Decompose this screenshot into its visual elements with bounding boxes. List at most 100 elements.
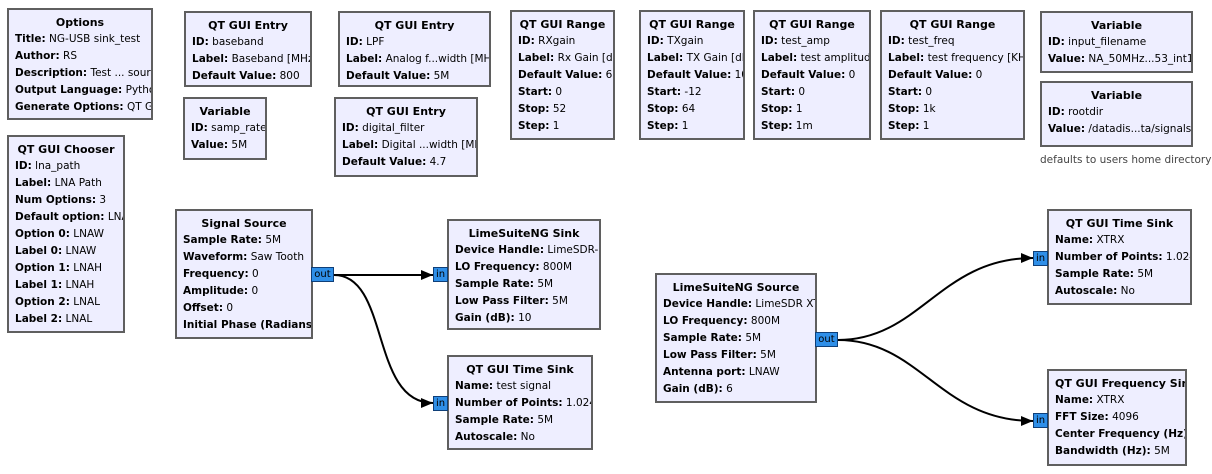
param-label: Sample Rate: bbox=[663, 332, 742, 344]
block-param-row: Default Value: 0 bbox=[761, 67, 863, 84]
param-label: Name: bbox=[1055, 234, 1094, 246]
param-value: 1 bbox=[681, 120, 689, 132]
param-label: Low Pass Filter: bbox=[455, 295, 549, 307]
param-label: Value: bbox=[1048, 123, 1086, 135]
block-param-row: Autoscale: No bbox=[455, 429, 585, 446]
limesuiteng-sink-in-port[interactable]: in bbox=[433, 267, 448, 282]
arrow-timesink bbox=[421, 398, 433, 408]
param-value: 0 bbox=[798, 86, 806, 98]
param-value: 800M bbox=[750, 315, 781, 327]
wire-limesource-to-timesink[interactable] bbox=[837, 257, 1034, 341]
param-value: 5M bbox=[537, 414, 554, 426]
wire-sigsrc-to-timesink[interactable] bbox=[333, 274, 434, 404]
param-value: RS bbox=[63, 50, 77, 62]
block-param-row: Sample Rate: 5M bbox=[183, 232, 305, 249]
block-param-row: LO Frequency: 800M bbox=[663, 313, 809, 330]
param-label: Sample Rate: bbox=[183, 234, 262, 246]
param-value: Python bbox=[125, 84, 151, 96]
param-label: ID: bbox=[15, 160, 32, 172]
param-label: Label: bbox=[647, 52, 684, 64]
param-label: ID: bbox=[342, 122, 359, 134]
signal-source-out-port[interactable]: out bbox=[311, 267, 334, 282]
block-param-row: Step: 1 bbox=[518, 118, 607, 135]
param-label: Generate Options: bbox=[15, 101, 124, 113]
block-param-row: ID: LPF bbox=[346, 34, 483, 51]
block-param-row: Author: RS bbox=[15, 48, 145, 65]
block-param-row: Sample Rate: 5M bbox=[455, 276, 593, 293]
param-value: 10 bbox=[734, 69, 743, 81]
block-title: Options bbox=[55, 16, 105, 29]
block-param-row: Default Value: 6 bbox=[518, 67, 612, 84]
block-param-row: Amplitude: 0 bbox=[183, 283, 305, 300]
param-label: Device Handle: bbox=[663, 298, 753, 310]
param-value: LNAH bbox=[65, 279, 95, 291]
block-param-row: Gain (dB): 6 bbox=[663, 381, 809, 398]
param-label: LO Frequency: bbox=[663, 315, 748, 327]
param-label: ID: bbox=[518, 35, 535, 47]
limesuiteng-source-out-port[interactable]: out bbox=[815, 332, 838, 347]
param-value: samp_rate bbox=[211, 122, 267, 134]
block-param-row: Label: test frequency [KHz] bbox=[888, 50, 1023, 67]
param-value: LPF bbox=[366, 36, 385, 48]
block-param-row: ID: RXgain bbox=[518, 33, 607, 50]
param-value: LNAW bbox=[748, 366, 780, 378]
param-value: 800M bbox=[542, 261, 573, 273]
param-label: Num Options: bbox=[15, 194, 97, 206]
param-label: Step: bbox=[647, 120, 679, 132]
param-value: NG-USB sink_test bbox=[49, 33, 141, 45]
time-sink-test-in-port[interactable]: in bbox=[433, 396, 448, 411]
block-param-row: Label 2: LNAL bbox=[15, 311, 117, 328]
param-label: Label 1: bbox=[15, 279, 63, 291]
param-value: 1m bbox=[795, 120, 813, 132]
block-param-row: Waveform: Saw Tooth bbox=[183, 249, 305, 266]
param-label: Amplitude: bbox=[183, 285, 249, 297]
param-label: Label: bbox=[761, 52, 798, 64]
param-label: Author: bbox=[15, 50, 60, 62]
block-param-row: ID: samp_rate bbox=[191, 120, 265, 137]
param-label: Start: bbox=[888, 86, 923, 98]
param-label: Number of Points: bbox=[1055, 251, 1163, 263]
param-value: 1k bbox=[922, 103, 936, 115]
param-value: /datadis...ta/signals/ bbox=[1088, 123, 1193, 135]
param-value: Saw Tooth bbox=[250, 251, 304, 263]
param-label: Number of Points: bbox=[455, 397, 563, 409]
block-param-row: Label: Analog f...width [MHz] bbox=[346, 51, 489, 68]
block-param-row: Default Value: 0 bbox=[888, 67, 1017, 84]
time-sink-xtrx-in-port[interactable]: in bbox=[1033, 251, 1048, 266]
param-label: Label: bbox=[192, 53, 229, 65]
param-value: 6 bbox=[726, 383, 733, 395]
param-value: 0 bbox=[848, 69, 856, 81]
wire-limesource-to-freqsink[interactable] bbox=[837, 339, 1034, 422]
block-param-row: Autoscale: No bbox=[1055, 283, 1184, 300]
block-param-row: Stop: 1 bbox=[761, 101, 863, 118]
block-param-row: Number of Points: 1.024k bbox=[1055, 249, 1190, 266]
block-param-row: Low Pass Filter: 5M bbox=[663, 347, 809, 364]
block-param-row: Step: 1 bbox=[888, 118, 1017, 135]
param-value: 64 bbox=[681, 103, 696, 115]
block-param-row: Device Handle: LimeSDR-USB bbox=[455, 242, 599, 259]
block-title: QT GUI Range bbox=[649, 18, 735, 31]
block-param-row: LO Frequency: 800M bbox=[455, 259, 593, 276]
block-title: LimeSuiteNG Source bbox=[672, 281, 800, 294]
block-title: QT GUI Range bbox=[519, 18, 606, 31]
param-label: ID: bbox=[191, 122, 208, 134]
freq-sink-xtrx-in-port[interactable]: in bbox=[1033, 413, 1048, 428]
